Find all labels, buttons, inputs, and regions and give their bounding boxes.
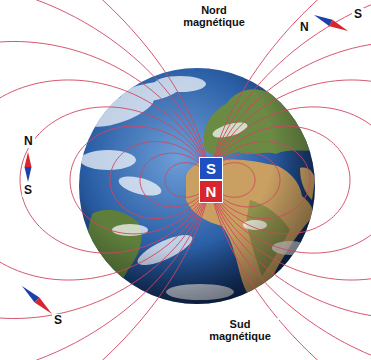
needle-half: [35, 297, 52, 314]
magnet-south-pole: S: [199, 157, 223, 180]
pole-letter: S: [206, 161, 216, 176]
pole-label: Sud magnétique: [201, 318, 279, 342]
compass-letter: S: [52, 314, 64, 327]
needle-half: [22, 286, 39, 303]
compass-needle: [314, 15, 348, 31]
compass-letter: S: [22, 184, 34, 197]
needle-half: [25, 167, 32, 182]
field-line: [210, 0, 371, 360]
field-line: [0, 0, 210, 360]
field-line: [210, 41, 371, 318]
field-line: [0, 41, 210, 318]
field-line: [0, 80, 210, 280]
pole-label: Nord magnétique: [175, 4, 253, 28]
field-line: [210, 0, 371, 360]
pole-letter: N: [206, 184, 217, 199]
field-line: [0, 0, 210, 360]
compass-needle: [22, 286, 52, 314]
field-line: [210, 80, 371, 280]
field-line: [20, 107, 210, 253]
needle-half: [330, 20, 348, 31]
compass-letter: N: [22, 135, 35, 148]
needle-half: [25, 152, 32, 167]
compass-letter: S: [352, 8, 364, 21]
compass-letter: N: [298, 21, 311, 34]
field-line: [210, 142, 310, 219]
field-line: [210, 107, 371, 253]
needle-half: [314, 15, 332, 26]
compass-needle: [25, 152, 32, 182]
magnet-north-pole: N: [199, 180, 223, 203]
field-line: [110, 142, 210, 219]
